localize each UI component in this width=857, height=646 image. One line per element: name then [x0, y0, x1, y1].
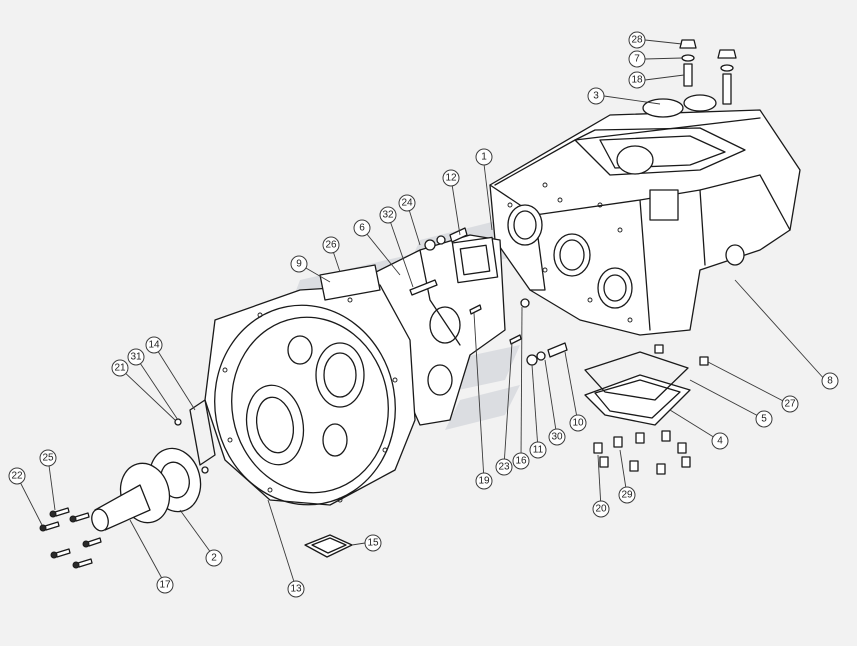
svg-text:14: 14: [148, 340, 160, 351]
svg-text:6: 6: [359, 223, 365, 234]
svg-text:27: 27: [784, 399, 796, 410]
gasket: [189, 399, 216, 466]
callout-15: 15: [364, 534, 382, 552]
callout-2: 2: [205, 549, 223, 567]
callout-7: 7: [628, 50, 646, 68]
svg-text:1: 1: [481, 152, 487, 163]
svg-text:24: 24: [401, 198, 413, 209]
callout-1: 1: [475, 148, 493, 166]
svg-text:20: 20: [595, 504, 607, 515]
callout-8: 8: [821, 372, 839, 390]
svg-text:21: 21: [114, 363, 126, 374]
bell-housing: [204, 264, 416, 506]
svg-text:13: 13: [290, 584, 302, 595]
svg-text:23: 23: [498, 462, 510, 473]
callout-17: 17: [156, 576, 174, 594]
small-parts: [174, 227, 709, 474]
callout-30: 30: [548, 428, 566, 446]
callout-25: 25: [39, 449, 57, 467]
svg-text:4: 4: [717, 436, 723, 447]
callout-32: 32: [379, 206, 397, 224]
callout-29: 29: [618, 486, 636, 504]
callout-20: 20: [592, 500, 610, 518]
callout-24: 24: [398, 194, 416, 212]
svg-text:11: 11: [533, 445, 544, 456]
svg-text:25: 25: [42, 453, 54, 464]
svg-text:8: 8: [827, 376, 833, 387]
callout-10: 10: [569, 414, 587, 432]
callout-22: 22: [8, 467, 26, 485]
plate: [304, 534, 353, 558]
callout-19: 19: [475, 472, 493, 490]
svg-text:2: 2: [211, 553, 217, 564]
svg-text:30: 30: [551, 432, 563, 443]
callouts: 28 7 18 3 1 12 24 32 6 26 9 14 31 21 8 2…: [8, 31, 839, 598]
svg-text:16: 16: [515, 456, 527, 467]
svg-text:28: 28: [631, 35, 643, 46]
svg-text:15: 15: [367, 538, 379, 549]
callout-26: 26: [322, 236, 340, 254]
callout-9: 9: [290, 255, 308, 273]
callout-6: 6: [353, 219, 371, 237]
callout-16: 16: [512, 452, 530, 470]
callout-14: 14: [145, 336, 163, 354]
svg-text:29: 29: [621, 490, 633, 501]
callout-31: 31: [127, 348, 145, 366]
callout-12: 12: [442, 169, 460, 187]
svg-text:18: 18: [631, 75, 643, 86]
callout-21: 21: [111, 359, 129, 377]
cover-bolts: [593, 430, 691, 475]
transmission-housing: [489, 94, 801, 336]
callout-28: 28: [628, 31, 646, 49]
svg-text:17: 17: [159, 580, 171, 591]
callout-11: 11: [529, 441, 547, 459]
svg-text:12: 12: [445, 173, 457, 184]
svg-text:26: 26: [325, 240, 337, 251]
svg-text:9: 9: [296, 259, 302, 270]
callout-18: 18: [628, 71, 646, 89]
top-cover: [584, 351, 691, 426]
bearing-cap-sleeve: [91, 447, 202, 532]
callout-3: 3: [587, 87, 605, 105]
left-bolts: [39, 507, 102, 569]
top-studs: [679, 39, 737, 105]
callout-13: 13: [287, 580, 305, 598]
svg-text:31: 31: [130, 352, 142, 363]
svg-text:32: 32: [382, 210, 394, 221]
callout-27: 27: [781, 395, 799, 413]
svg-text:7: 7: [634, 54, 640, 65]
callout-5: 5: [755, 410, 773, 428]
svg-text:5: 5: [761, 414, 767, 425]
callout-23: 23: [495, 458, 513, 476]
svg-text:19: 19: [478, 476, 490, 487]
svg-text:3: 3: [593, 91, 599, 102]
callout-4: 4: [711, 432, 729, 450]
svg-text:22: 22: [11, 471, 23, 482]
svg-text:10: 10: [572, 418, 584, 429]
